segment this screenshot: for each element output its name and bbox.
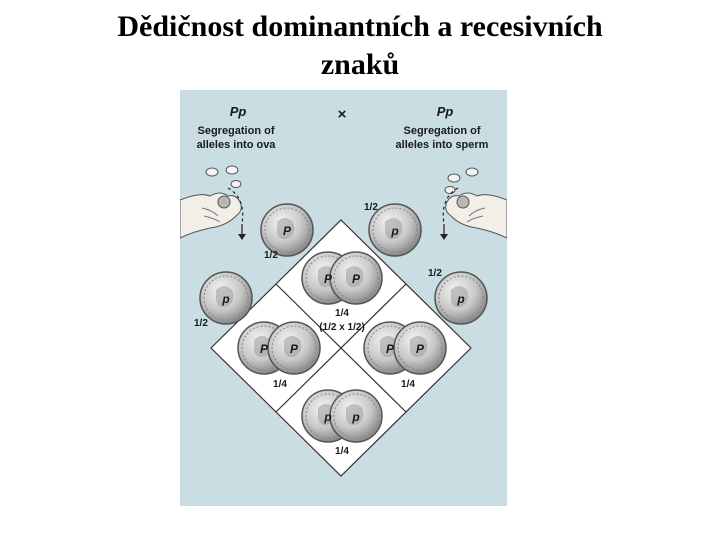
offspring-bottom-probability: 1/4 xyxy=(335,446,349,457)
offspring-left: P P 1/4 xyxy=(237,321,321,390)
slide-title-line1: Dědičnost dominantních a recesivních xyxy=(117,10,603,43)
gamete-coin-left: p xyxy=(199,271,253,325)
offspring-right: P P 1/4 xyxy=(363,321,447,390)
right-hand-icon xyxy=(440,167,507,240)
right-caption-line1: Segregation of xyxy=(403,125,480,137)
prob-right: 1/2 xyxy=(428,268,442,279)
slide-title: Dědičnost dominantních a recesivních zna… xyxy=(0,8,720,84)
offspring-top-allele-2: P xyxy=(352,272,361,286)
gamete-coin-top-left: P xyxy=(260,203,314,257)
punnett-diamond xyxy=(210,219,472,477)
punnett-diagram-figure: Pp × Pp Segregation of alleles into ova … xyxy=(180,90,507,506)
left-caption-line2: alleles into ova xyxy=(197,139,277,151)
left-caption-line1: Segregation of xyxy=(197,125,274,137)
offspring-bottom-allele-2: p xyxy=(351,410,359,424)
left-parent-genotype: Pp xyxy=(230,104,247,119)
slide-title-line2: znaků xyxy=(320,48,400,81)
cross-symbol: × xyxy=(338,106,347,123)
offspring-top-allele-1: P xyxy=(324,272,333,286)
left-hand-icon xyxy=(180,165,246,240)
prob-left: 1/2 xyxy=(194,318,208,329)
prob-top-right: 1/2 xyxy=(364,202,378,213)
gamete-allele-right: p xyxy=(456,292,464,306)
gamete-allele-top-left: P xyxy=(283,224,292,238)
gamete-coin-top-right: p xyxy=(368,203,422,257)
gamete-allele-top-right: p xyxy=(390,224,398,238)
offspring-top: P P 1/4 (1/2 x 1/2) xyxy=(301,251,383,333)
right-parent-genotype: Pp xyxy=(437,104,454,119)
offspring-top-probability: 1/4 xyxy=(335,308,349,319)
offspring-right-allele-2: P xyxy=(416,342,425,356)
offspring-top-note: (1/2 x 1/2) xyxy=(319,322,365,333)
offspring-left-probability: 1/4 xyxy=(273,379,287,390)
gamete-coin-right: p xyxy=(434,271,488,325)
prob-top-left: 1/2 xyxy=(264,250,278,261)
offspring-left-allele-1: P xyxy=(260,342,269,356)
offspring-bottom: p p 1/4 xyxy=(301,389,383,457)
gamete-allele-left: p xyxy=(221,292,229,306)
right-caption-line2: alleles into sperm xyxy=(396,139,489,151)
offspring-left-allele-2: P xyxy=(290,342,299,356)
offspring-bottom-allele-1: p xyxy=(323,410,331,424)
offspring-right-probability: 1/4 xyxy=(401,379,415,390)
offspring-right-allele-1: P xyxy=(386,342,395,356)
